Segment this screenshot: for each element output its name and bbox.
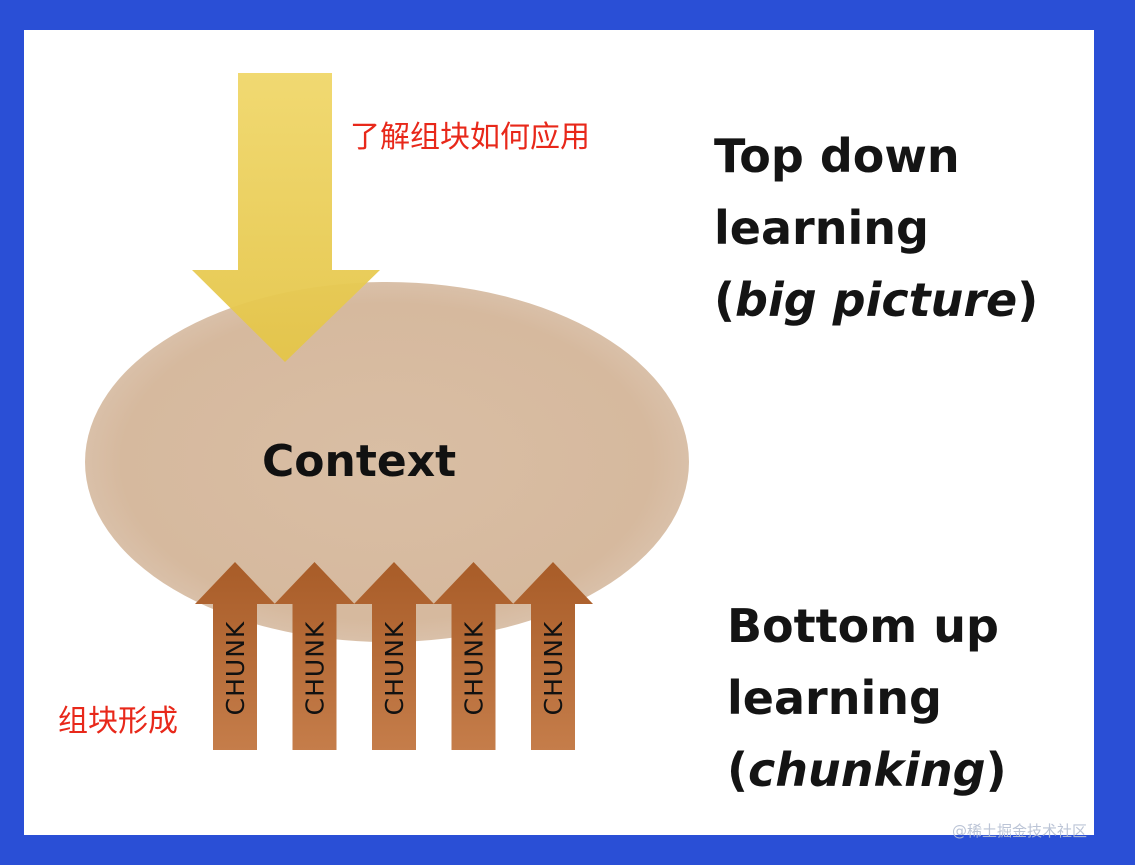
chunk-arrows-group: CHUNK CHUNK CHUNK CHUNK CHUNK — [195, 562, 593, 750]
note-top-down: 了解组块如何应用 — [350, 120, 590, 155]
bottom-up-line2: learning — [727, 671, 942, 725]
top-down-line3: (big picture) — [714, 273, 1039, 327]
chunk-arrow — [195, 562, 275, 750]
chunk-arrow — [433, 562, 514, 750]
bottom-up-line3: (chunking) — [727, 743, 1007, 797]
chunk-arrow — [513, 562, 593, 750]
top-down-line1: Top down — [714, 129, 960, 183]
note-chunk-formation: 组块形成 — [58, 704, 178, 739]
context-ellipse — [85, 282, 689, 642]
top-down-heading: Top down learning (big picture) — [714, 120, 1038, 336]
watermark: @稀土掘金技术社区 — [952, 822, 1088, 840]
chunk-label: CHUNK — [221, 621, 250, 716]
bottom-up-heading: Bottom up learning (chunking) — [727, 590, 1007, 806]
chunk-label: CHUNK — [301, 621, 330, 716]
chunk-label: CHUNK — [539, 621, 568, 716]
chunk-arrow — [354, 562, 434, 750]
top-down-line2: learning — [714, 201, 929, 255]
bottom-up-line1: Bottom up — [727, 599, 999, 653]
chunk-arrow — [274, 562, 355, 750]
chunk-label: CHUNK — [380, 621, 409, 716]
context-label: Context — [262, 436, 457, 487]
top-down-arrow — [192, 73, 380, 362]
chunk-label: CHUNK — [460, 621, 489, 716]
